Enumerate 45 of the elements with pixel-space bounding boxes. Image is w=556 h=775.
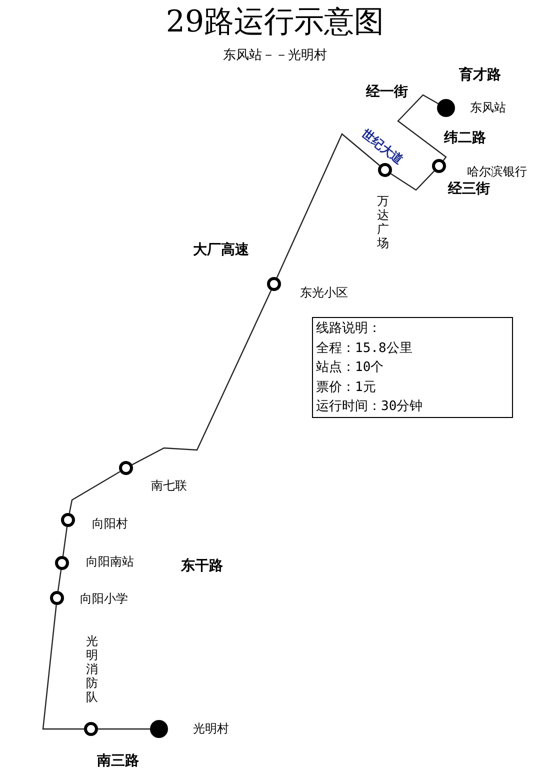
- station-circle: [119, 461, 133, 475]
- station-label: 光明村: [193, 720, 229, 738]
- info-line: 运行时间：30分钟: [316, 398, 424, 416]
- station-label: 南七联: [151, 478, 187, 494]
- title: 29路运行示意图: [166, 4, 384, 42]
- station-label: 哈尔滨银行: [467, 164, 527, 180]
- station-dot: [150, 720, 168, 738]
- route-line: [57, 570, 62, 592]
- road-name: 南三路: [97, 752, 139, 770]
- route-line: [397, 94, 447, 161]
- subtitle: 东风站－－光明村: [223, 47, 327, 64]
- station-circle: [267, 277, 281, 291]
- station-circle: [378, 163, 392, 177]
- station-label: 光明消防队: [86, 634, 98, 704]
- station-label: 东风站: [470, 100, 506, 116]
- road-name: 东干路: [181, 557, 223, 575]
- station-circle: [50, 591, 64, 605]
- road-name: 大厂高速: [193, 241, 249, 259]
- station-label: 东光小区: [300, 284, 348, 302]
- route-line: [276, 133, 380, 278]
- info-line: 票价：1元: [316, 378, 377, 396]
- info-line: 线路说明：: [316, 320, 382, 338]
- station-circle: [61, 513, 75, 527]
- station-circle: [55, 556, 69, 570]
- station-label: 向阳小学: [80, 590, 128, 608]
- route-line: [68, 471, 120, 514]
- route-line: [132, 290, 272, 466]
- route-line: [62, 526, 68, 556]
- route-line: [42, 604, 84, 730]
- info-line: 站点：10个: [316, 359, 385, 377]
- station-label: 万达广场: [377, 194, 389, 250]
- station-label: 向阳村: [92, 516, 128, 532]
- road-name: 经一街: [366, 83, 408, 101]
- station-circle: [84, 722, 98, 736]
- info-box: [312, 317, 513, 418]
- station-dot: [437, 99, 455, 117]
- station-circle: [432, 159, 446, 173]
- station-label: 向阳南站: [86, 554, 134, 570]
- info-line: 全程：15.8公里: [316, 340, 414, 358]
- route-line: [98, 728, 150, 730]
- road-name: 纬二路: [444, 129, 486, 147]
- route-line: [390, 170, 435, 191]
- road-name: 世纪大道: [358, 126, 406, 168]
- road-name: 育才路: [459, 66, 501, 84]
- road-name: 经三街: [448, 180, 490, 198]
